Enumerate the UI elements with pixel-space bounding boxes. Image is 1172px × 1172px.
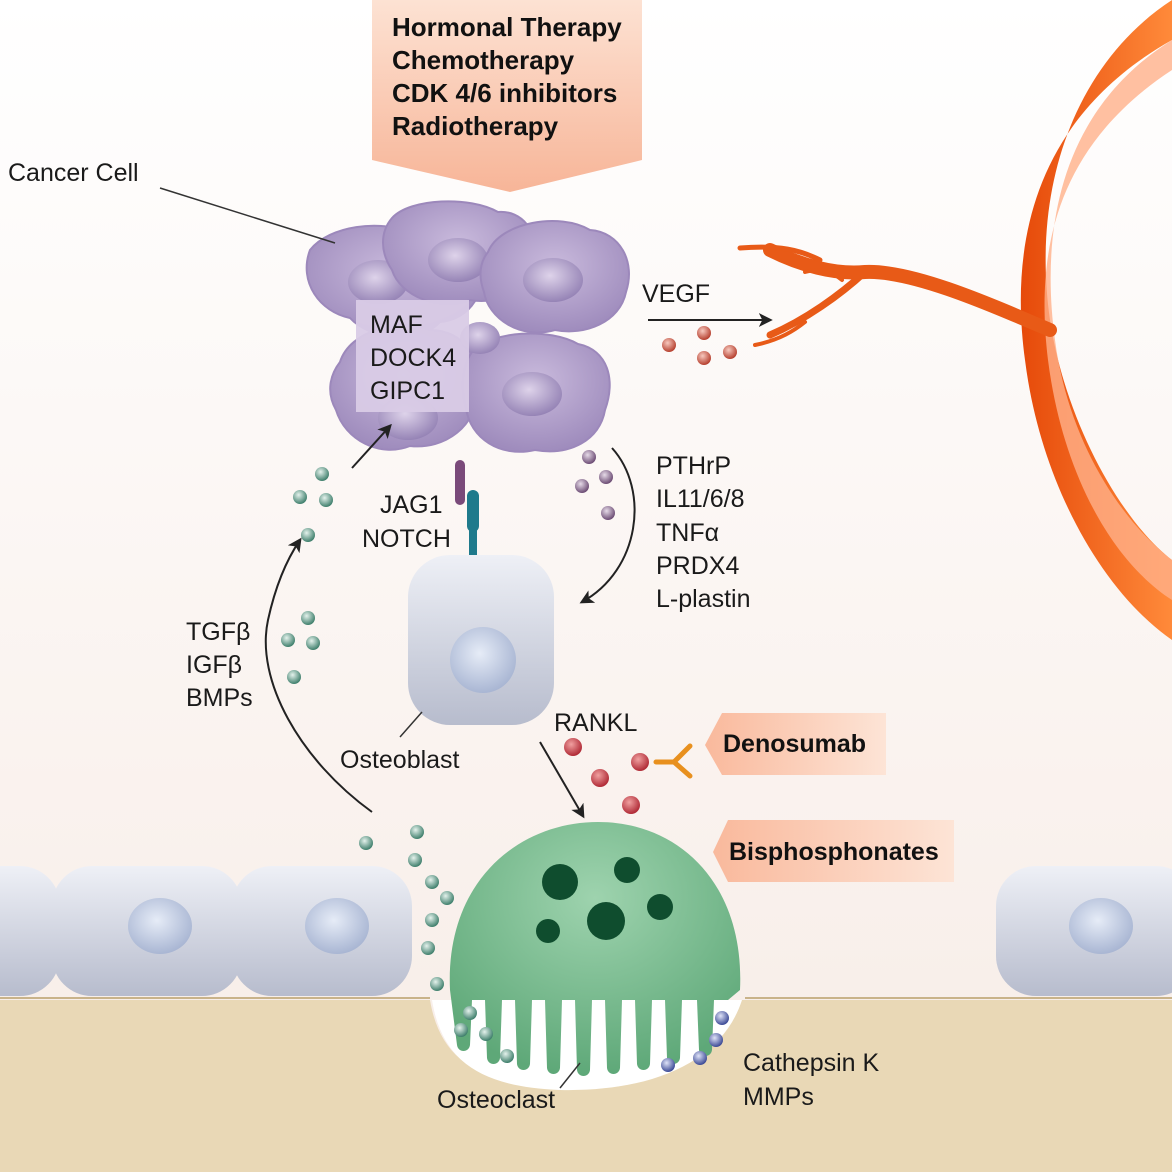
osteoclast-cell bbox=[449, 822, 741, 1076]
bone-factor-dots bbox=[281, 467, 333, 684]
gene-label: GIPC1 bbox=[370, 377, 445, 405]
tumor-factor-arrow bbox=[579, 447, 636, 604]
tumor-factor-label: PRDX4 bbox=[656, 552, 739, 580]
protease-dots bbox=[661, 1011, 729, 1072]
blood-vessel bbox=[737, 0, 1172, 640]
osteoclast-nucleus bbox=[614, 857, 640, 883]
bone-factor-label: BMPs bbox=[186, 684, 253, 712]
antibody-icon bbox=[653, 743, 693, 779]
rankl-dots bbox=[564, 738, 649, 814]
therapy-box: Hormonal Therapy Chemotherapy CDK 4/6 in… bbox=[372, 0, 642, 192]
osteoclast-nucleus bbox=[647, 894, 673, 920]
osteoblast-leader bbox=[399, 711, 423, 738]
tumor-factor-label: IL11/6/8 bbox=[656, 485, 745, 513]
bone-factor-release-arrow bbox=[264, 537, 373, 813]
jag1-ligand bbox=[455, 460, 465, 505]
osteoclast-leader bbox=[559, 1062, 581, 1089]
bisphosphonates-label: Bisphosphonates bbox=[729, 838, 939, 866]
notch-label: NOTCH bbox=[362, 525, 451, 553]
bone-matrix bbox=[0, 1000, 1172, 1172]
gene-label: MAF bbox=[370, 311, 423, 339]
rankl-label: RANKL bbox=[554, 709, 637, 737]
osteoblast-label: Osteoblast bbox=[340, 746, 460, 774]
gene-box: MAF DOCK4 GIPC1 bbox=[356, 300, 469, 412]
bone-factor-label: IGFβ bbox=[186, 651, 242, 679]
protease-label: MMPs bbox=[743, 1083, 814, 1111]
bone-factor-list: TGFβ IGFβ BMPs bbox=[186, 618, 253, 712]
released-factor-dots bbox=[359, 825, 514, 1063]
tumor-factor-dots bbox=[575, 450, 615, 520]
tumor-factor-label: L-plastin bbox=[656, 585, 751, 613]
lining-cell bbox=[0, 866, 60, 996]
cancer-cell-cluster bbox=[305, 200, 630, 453]
bisphosphonates-box: Bisphosphonates bbox=[713, 820, 954, 882]
protease-label: Cathepsin K bbox=[743, 1049, 880, 1077]
denosumab-label: Denosumab bbox=[723, 730, 866, 758]
rankl-arrow bbox=[539, 741, 585, 819]
tumor-factor-label: PTHrP bbox=[656, 452, 731, 480]
notch-receptor bbox=[467, 490, 479, 532]
vegf-dots bbox=[662, 326, 737, 365]
lining-cells bbox=[0, 866, 1172, 996]
bone-factor-to-tumor-arrow bbox=[351, 423, 392, 469]
therapy-label: Hormonal Therapy bbox=[392, 12, 622, 42]
tumor-factor-list: PTHrP IL11/6/8 TNFα PRDX4 L-plastin bbox=[656, 452, 751, 613]
jag1-label: JAG1 bbox=[380, 491, 443, 519]
denosumab-box: Denosumab bbox=[705, 713, 886, 775]
tumor-factor-label: TNFα bbox=[656, 519, 719, 547]
cancer-cell-label: Cancer Cell bbox=[8, 159, 139, 187]
therapy-label: Radiotherapy bbox=[392, 111, 559, 141]
gene-label: DOCK4 bbox=[370, 344, 456, 372]
osteoblast-cell bbox=[408, 555, 554, 725]
therapy-label: Chemotherapy bbox=[392, 45, 575, 75]
therapy-label: CDK 4/6 inhibitors bbox=[392, 78, 617, 108]
cancer-cell-leader bbox=[159, 187, 336, 244]
osteoclast-nucleus bbox=[536, 919, 560, 943]
osteoclast-label: Osteoclast bbox=[437, 1086, 555, 1114]
bone-factor-label: TGFβ bbox=[186, 618, 250, 646]
vegf-label: VEGF bbox=[642, 280, 710, 308]
osteoclast-nucleus bbox=[587, 902, 625, 940]
osteoclast-nucleus bbox=[542, 864, 578, 900]
